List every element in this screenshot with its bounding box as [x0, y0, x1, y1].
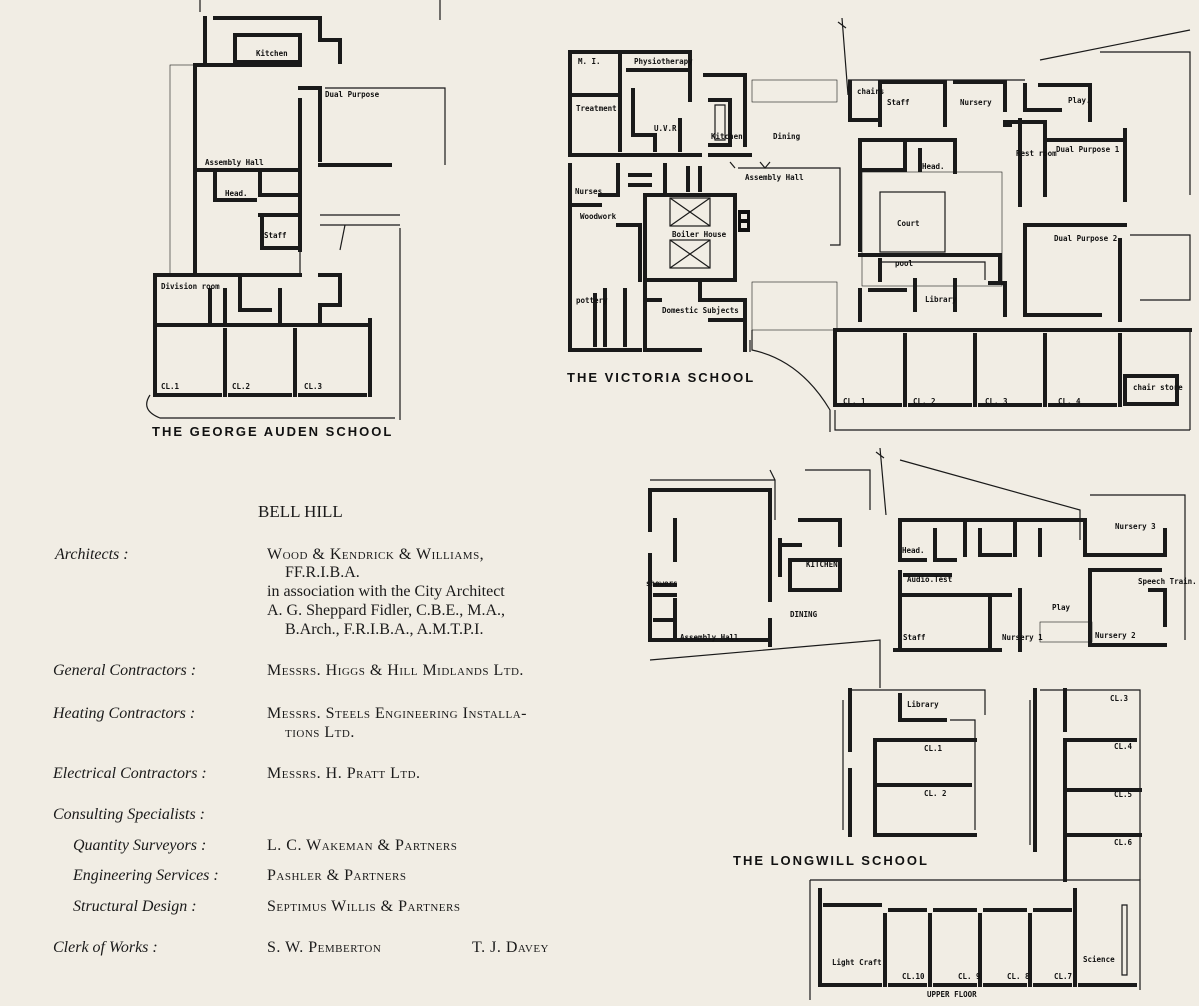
structural-design-role: Structural Design :: [73, 898, 197, 915]
heating-contractors-role: Heating Contractors :: [53, 705, 196, 722]
room-label: Division room: [161, 282, 220, 291]
room-label: CL.3: [1110, 694, 1129, 703]
room-label: Nursery 3: [1115, 522, 1156, 531]
consulting-specialists-role: Consulting Specialists :: [53, 806, 205, 823]
room-label: Assembly Hall: [205, 158, 264, 167]
room-label: Court: [897, 219, 920, 228]
room-label: CL. 2: [924, 789, 947, 798]
heating-contractors-line: Messrs. Steels Engineering Installa-: [267, 705, 528, 722]
architects-line: A. G. Sheppard Fidler, C.B.E., M.A.,: [267, 602, 506, 619]
room-label: Head.: [902, 546, 925, 555]
engineering-services-value: Pashler & Partners: [267, 867, 407, 884]
engineering-services-role: Engineering Services :: [73, 867, 219, 884]
room-label: Dual Purpose 1: [1056, 145, 1120, 154]
electrical-contractors-role: Electrical Contractors :: [53, 765, 207, 782]
room-label: Head.: [225, 189, 248, 198]
room-label: U.V.R.: [654, 124, 681, 133]
room-label: Play: [1052, 603, 1071, 612]
room-label: Library: [925, 295, 957, 304]
room-label: KITCHEN: [806, 560, 838, 569]
site-heading: BELL HILL: [258, 502, 343, 521]
room-label: Nursery: [960, 98, 992, 107]
room-label: Nursery 1: [1002, 633, 1043, 642]
longwill-title: THE LONGWILL SCHOOL: [733, 853, 929, 868]
heating-contractors-line: tions Ltd.: [285, 724, 355, 741]
room-label: Treatment: [576, 104, 617, 113]
room-label: Nurses: [575, 187, 602, 196]
architects-line: FF.R.I.B.A.: [285, 564, 360, 581]
room-label: Dual Purpose: [325, 90, 380, 99]
longwill-plan: [648, 447, 1186, 1000]
clerk-of-works-role: Clerk of Works :: [53, 939, 158, 956]
architects-line: B.Arch., F.R.I.B.A., A.M.T.P.I.: [285, 621, 484, 638]
room-label: Head.: [922, 162, 945, 171]
clerk-of-works-value: S. W. Pemberton: [267, 939, 382, 956]
room-label: Speech Train.: [1138, 577, 1197, 586]
room-label: Boiler House: [672, 230, 727, 239]
room-label: CL.3: [304, 382, 323, 391]
room-label: Nursery 2: [1095, 631, 1136, 640]
george-auden-title: THE GEORGE AUDEN SCHOOL: [152, 424, 393, 439]
room-label: CL. 1: [843, 397, 866, 406]
general-contractors-role: General Contractors :: [53, 662, 197, 679]
architects-line: in association with the City Architect: [267, 583, 505, 600]
victoria-title: THE VICTORIA SCHOOL: [567, 370, 755, 385]
room-label: CL. 4: [1058, 397, 1081, 406]
victoria-plan: [568, 17, 1192, 432]
room-label: Dual Purpose 2: [1054, 234, 1117, 243]
room-label: CL.1: [924, 744, 943, 753]
structural-design-value: Septimus Willis & Partners: [267, 898, 461, 915]
room-label: M. I.: [578, 57, 601, 66]
room-label: Rest room: [1016, 149, 1057, 158]
quantity-surveyors-role: Quantity Surveyors :: [73, 837, 207, 854]
architects-role: Architects :: [55, 546, 129, 563]
room-label: Library: [907, 700, 939, 709]
room-label: Assembly Hall: [680, 633, 739, 642]
room-label: Assembly Hall: [745, 173, 804, 182]
room-label: pool: [895, 259, 913, 268]
room-label: Domestic Subjects: [662, 306, 739, 315]
room-label: CL.4: [1114, 742, 1133, 751]
room-label: Kitchen: [256, 49, 288, 58]
room-label: Science: [1083, 955, 1115, 964]
room-label: CL. 8: [1007, 972, 1030, 981]
room-label: CL. 3: [985, 397, 1008, 406]
architects-line: Wood & Kendrick & Williams,: [267, 546, 485, 563]
room-label: UPPER FLOOR: [927, 990, 977, 999]
room-label: Staff: [903, 633, 926, 642]
room-label: CL.6: [1114, 838, 1133, 847]
room-label: chairs: [857, 87, 884, 96]
room-label: CL. 9: [958, 972, 981, 981]
room-label: Audio.Test: [907, 575, 952, 584]
room-label: Staff: [887, 98, 910, 107]
room-label: Staff: [264, 231, 287, 240]
room-label: pottery: [576, 296, 608, 305]
room-label: CL.2: [232, 382, 250, 391]
room-label: chair store: [1133, 383, 1183, 392]
room-label: CL.10: [902, 972, 925, 981]
room-label: CL.5: [1114, 790, 1132, 799]
room-label: Kitchen: [711, 132, 743, 141]
room-label: Play.: [1068, 96, 1091, 105]
room-label: showers: [646, 579, 678, 588]
electrical-contractors-value: Messrs. H. Pratt Ltd.: [267, 765, 421, 782]
quantity-surveyors-value: L. C. Wakeman & Partners: [267, 837, 458, 854]
room-label: Physiotherapy: [634, 57, 693, 66]
room-label: Woodwork: [580, 212, 617, 221]
room-label: Dining: [773, 132, 801, 141]
room-label: CL.1: [161, 382, 180, 391]
room-label: DINING: [790, 610, 818, 619]
room-label: CL. 2: [913, 397, 936, 406]
george-auden-plan: [146, 0, 446, 420]
room-label: CL.7: [1054, 972, 1072, 981]
general-contractors-value: Messrs. Higgs & Hill Midlands Ltd.: [267, 662, 524, 679]
room-label: Light Craft: [832, 958, 882, 967]
clerk-of-works-value: T. J. Davey: [472, 939, 549, 956]
